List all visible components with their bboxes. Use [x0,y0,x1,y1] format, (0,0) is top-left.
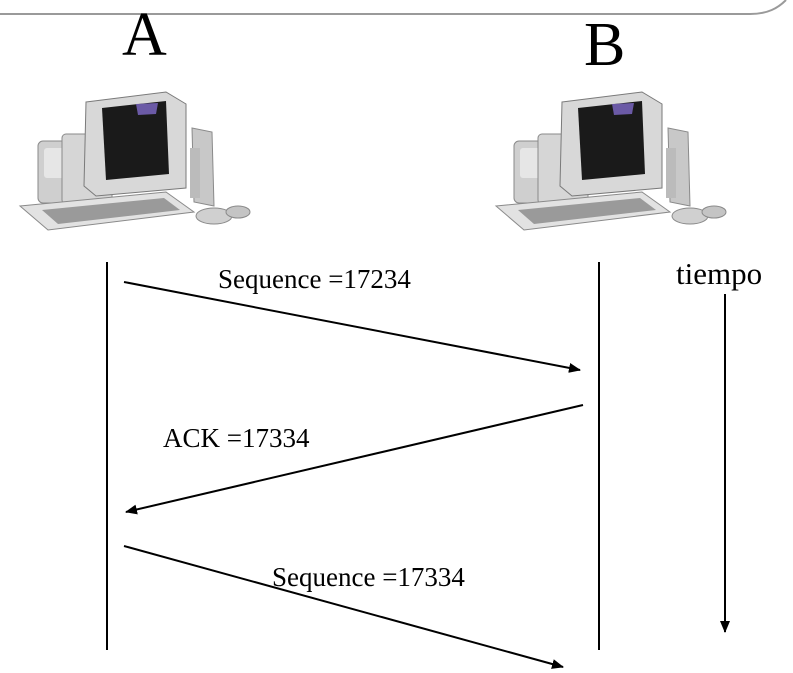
host-a-label: A [122,1,167,69]
header-rule [0,0,787,15]
time-axis-label: tiempo [676,256,763,291]
arrow-sequence-17334 [123,545,564,669]
desktop-computer-icon [18,91,251,231]
arrow-ack-17334 [125,404,584,515]
desktop-computer-icon [494,91,727,231]
message-label-sequence-17334: Sequence =17334 [272,562,465,592]
host-b-label: B [584,11,626,79]
message-label-sequence-17234: Sequence =17234 [218,264,411,294]
arrow-sequence-17234 [123,281,581,373]
message-label-ack-17334: ACK =17334 [163,423,310,453]
